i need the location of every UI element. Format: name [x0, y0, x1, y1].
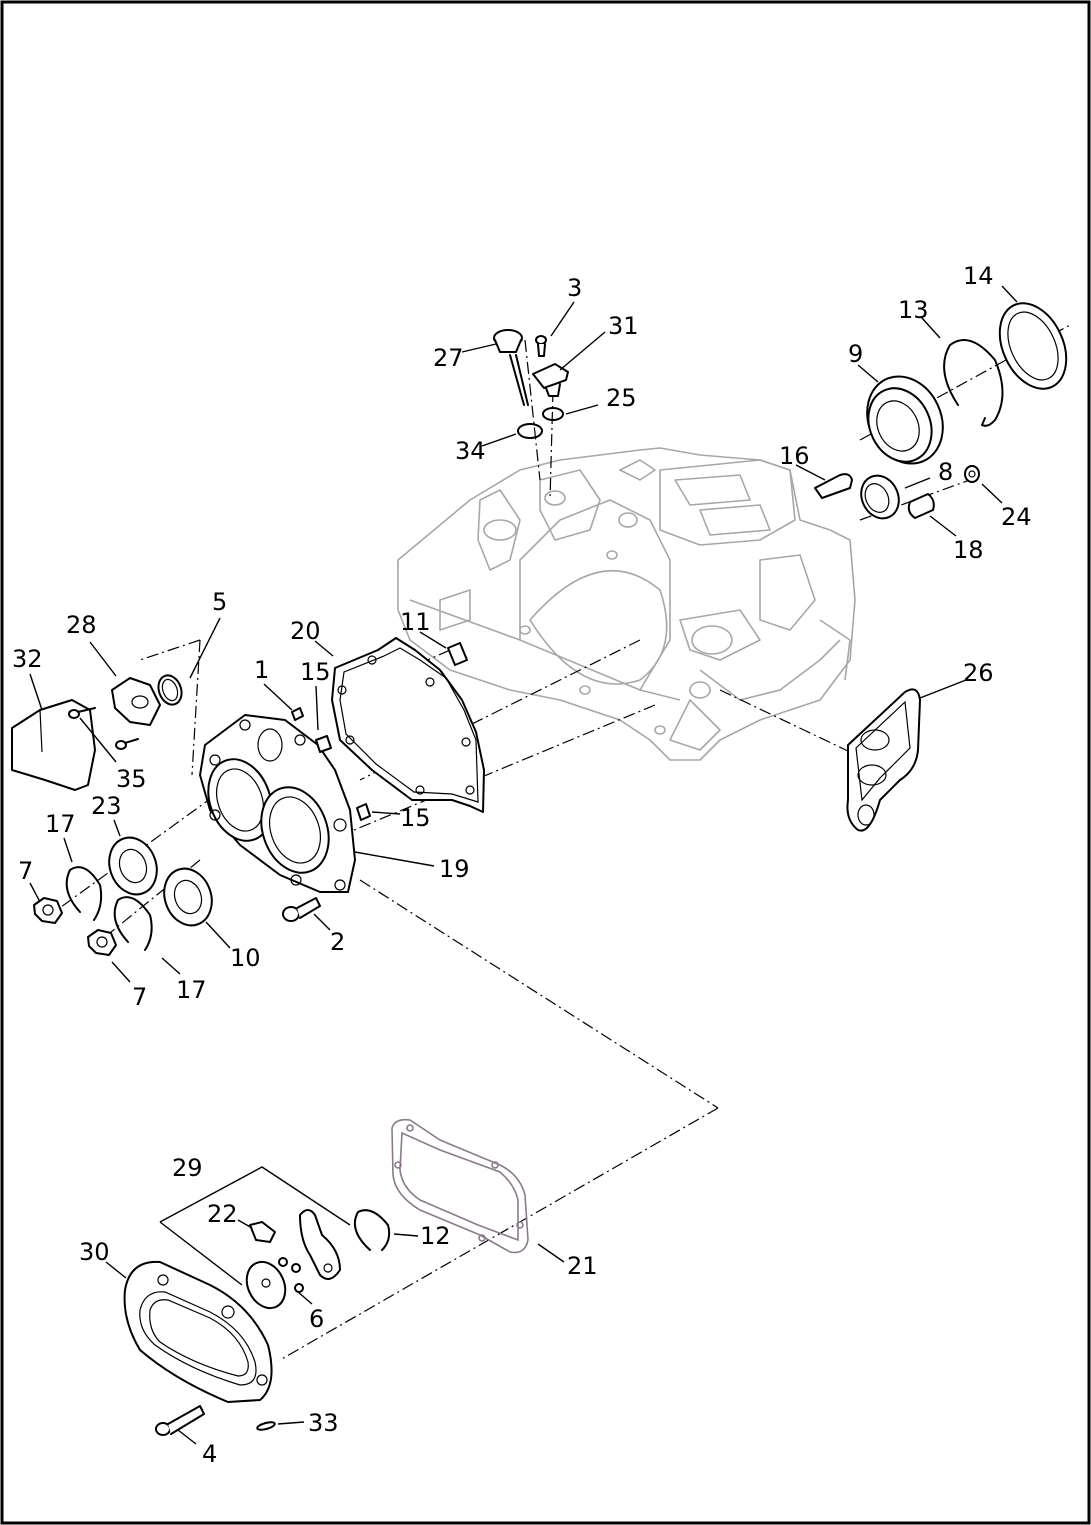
callout-32: 32 — [12, 645, 43, 673]
part-10-bearing — [163, 867, 213, 927]
callout-4: 4 — [202, 1440, 217, 1468]
part-22-nut — [249, 1221, 276, 1243]
callout-30: 30 — [79, 1238, 110, 1266]
part-14-seal — [998, 302, 1068, 390]
part-18-bushing — [907, 493, 935, 519]
assembly-centerlines — [49, 324, 1071, 1361]
part-23-bearing — [108, 836, 158, 896]
part-1-set-screw — [291, 707, 304, 721]
part-20-gasket — [331, 637, 485, 813]
transmission-case-outline — [397, 447, 856, 761]
part-32-cover — [11, 699, 96, 791]
part-13-retaining-ring — [943, 339, 1004, 427]
callout-15-lower: 15 — [400, 804, 431, 832]
callout-29: 29 — [172, 1154, 203, 1182]
part-21-gasket — [391, 1118, 529, 1254]
part-27-dipstick — [493, 329, 529, 406]
callout-12: 12 — [420, 1222, 451, 1250]
part-2-bolt — [282, 897, 321, 922]
part-35-screw-upper — [68, 707, 96, 719]
part-5-o-ring — [157, 674, 183, 706]
callout-1: 1 — [254, 656, 269, 684]
callout-17-lower: 17 — [176, 976, 207, 1004]
part-26-gasket — [846, 688, 921, 832]
part-9-bearing — [866, 375, 944, 465]
part-4-bolt — [155, 1405, 205, 1436]
callout-6: 6 — [309, 1305, 324, 1333]
part-7-nut-lower — [87, 929, 117, 956]
callout-15-upper: 15 — [300, 658, 331, 686]
part-17-ring-upper — [65, 866, 103, 921]
part-34-o-ring — [517, 423, 543, 439]
callout-18: 18 — [953, 536, 984, 564]
callout-8: 8 — [938, 458, 953, 486]
callout-labels: 1 2 3 4 5 6 7 7 8 9 10 11 12 13 14 15 15… — [12, 262, 1032, 1468]
part-35-screw-lower — [115, 738, 139, 750]
callout-28: 28 — [66, 611, 97, 639]
part-16-dowel — [814, 473, 853, 499]
part-24-nut — [964, 465, 980, 483]
callout-5: 5 — [212, 588, 227, 616]
callout-14: 14 — [963, 262, 994, 290]
part-25-o-ring — [542, 407, 564, 421]
callout-21: 21 — [567, 1252, 598, 1280]
callout-7-upper: 7 — [18, 857, 33, 885]
part-7-nut-upper — [33, 897, 63, 924]
callout-13: 13 — [898, 296, 929, 324]
part-28-sensor — [111, 677, 161, 726]
part-15-dowel-lower — [356, 803, 371, 821]
callout-25: 25 — [606, 384, 637, 412]
callout-27: 27 — [433, 344, 464, 372]
callout-3: 3 — [567, 274, 582, 302]
part-30-side-cover — [123, 1260, 273, 1403]
callout-17-upper: 17 — [45, 810, 76, 838]
callout-24: 24 — [1001, 503, 1032, 531]
callout-9: 9 — [848, 340, 863, 368]
part-3-screw — [535, 335, 547, 357]
callout-2: 2 — [330, 928, 345, 956]
part-29-bracket-lines — [159, 1166, 351, 1286]
part-8-needle-bearing — [860, 474, 900, 520]
part-12-retaining-ring — [354, 1209, 391, 1251]
part-33-washer — [256, 1421, 276, 1431]
leader-lines — [29, 285, 1018, 1445]
callout-33: 33 — [308, 1409, 339, 1437]
part-31-plug — [532, 363, 569, 397]
part-17-ring-lower — [113, 896, 153, 951]
callout-34: 34 — [455, 437, 486, 465]
callout-16: 16 — [779, 442, 810, 470]
callout-7-lower: 7 — [132, 983, 147, 1011]
callout-26: 26 — [963, 659, 994, 687]
part-19-housing — [199, 714, 356, 893]
callout-19: 19 — [439, 855, 470, 883]
callout-10: 10 — [230, 944, 261, 972]
part-11-dowel — [447, 642, 468, 666]
part-throwout-disc — [245, 1260, 287, 1310]
callout-11: 11 — [400, 608, 431, 636]
callout-23: 23 — [91, 792, 122, 820]
callout-20: 20 — [290, 617, 321, 645]
part-clutch-lever — [299, 1209, 341, 1280]
callout-31: 31 — [608, 312, 639, 340]
part-15-dowel-upper — [315, 735, 332, 753]
callout-22: 22 — [207, 1200, 238, 1228]
callout-35: 35 — [116, 765, 147, 793]
